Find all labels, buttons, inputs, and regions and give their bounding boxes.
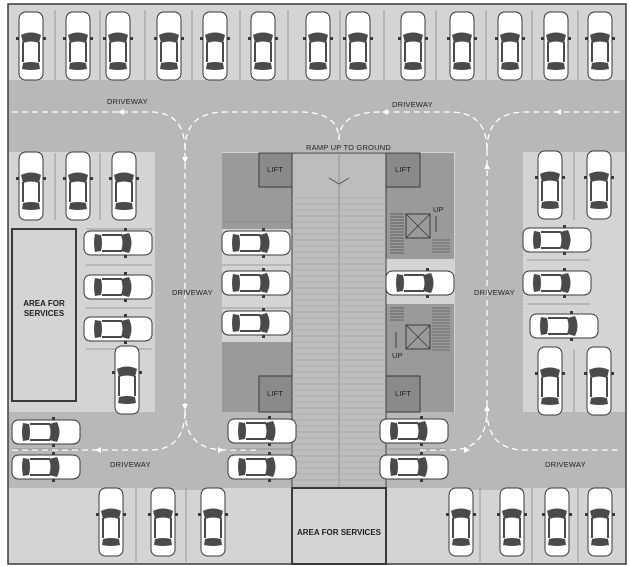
car — [342, 11, 374, 81]
car — [84, 272, 152, 302]
car — [222, 228, 290, 258]
car — [397, 11, 429, 81]
car — [15, 151, 47, 221]
car — [540, 11, 572, 81]
car — [494, 11, 526, 81]
car — [147, 487, 179, 557]
lift-bottom-right — [385, 375, 421, 413]
ramp-slope-lines — [292, 197, 386, 487]
lift-label-top-right: LIFT — [395, 165, 411, 174]
car — [102, 11, 134, 81]
lift-top-left — [258, 152, 293, 188]
car — [584, 487, 616, 557]
car — [84, 314, 152, 344]
car — [95, 487, 127, 557]
staircase-upper — [388, 212, 452, 256]
car — [445, 487, 477, 557]
car — [199, 11, 231, 81]
car — [541, 487, 573, 557]
car — [12, 452, 80, 482]
car — [380, 416, 448, 446]
driveway-route-lines — [12, 111, 622, 451]
car — [523, 268, 591, 298]
parking-bay-lines — [12, 10, 590, 562]
car — [386, 268, 454, 298]
lift-label-bottom-right: LIFT — [395, 389, 411, 398]
stair-up-label-upper: UP — [433, 205, 444, 214]
car — [62, 11, 94, 81]
area-for-services-left — [11, 228, 77, 402]
area-services-bottom-label: AREA FOR SERVICES — [297, 528, 382, 537]
driveway-arrows — [95, 109, 561, 453]
car — [222, 308, 290, 338]
area-services-left-label-1: AREA FOR — [23, 299, 65, 308]
car — [108, 151, 140, 221]
driveway-label-bottom-left: DRIVEWAY — [110, 460, 151, 469]
car — [380, 452, 448, 482]
stair-treads — [390, 307, 450, 351]
lift-label-bottom-left: LIFT — [267, 389, 283, 398]
car — [584, 11, 616, 81]
car — [15, 11, 47, 81]
car — [12, 417, 80, 447]
driveway-label-bottom-right: DRIVEWAY — [545, 460, 586, 469]
lift-bottom-left — [258, 375, 293, 413]
driveway-label-top-right: DRIVEWAY — [392, 100, 433, 109]
driveway-label-right: DRIVEWAY — [474, 288, 515, 297]
ramp-label: RAMP UP TO GROUND — [306, 143, 391, 152]
car — [111, 345, 143, 415]
ramp — [291, 152, 387, 489]
car — [446, 11, 478, 81]
staircase-lower — [388, 306, 452, 352]
car — [62, 151, 94, 221]
car — [247, 11, 279, 81]
area-for-services-bottom — [291, 487, 387, 565]
car — [228, 452, 296, 482]
driveway-label-top-left: DRIVEWAY — [107, 97, 148, 106]
driveway-label-left: DRIVEWAY — [172, 288, 213, 297]
car — [228, 416, 296, 446]
area-services-left-label-2: SERVICES — [24, 309, 65, 318]
car — [153, 11, 185, 81]
car — [302, 11, 334, 81]
car — [523, 225, 591, 255]
car — [534, 150, 566, 220]
car — [534, 346, 566, 416]
car — [583, 346, 615, 416]
car — [530, 311, 598, 341]
car — [583, 150, 615, 220]
stair-up-label-lower: UP — [392, 351, 403, 360]
car — [197, 487, 229, 557]
car — [496, 487, 528, 557]
car — [222, 268, 290, 298]
lift-label-top-left: LIFT — [267, 165, 283, 174]
stair-treads — [390, 213, 450, 254]
car — [84, 228, 152, 258]
